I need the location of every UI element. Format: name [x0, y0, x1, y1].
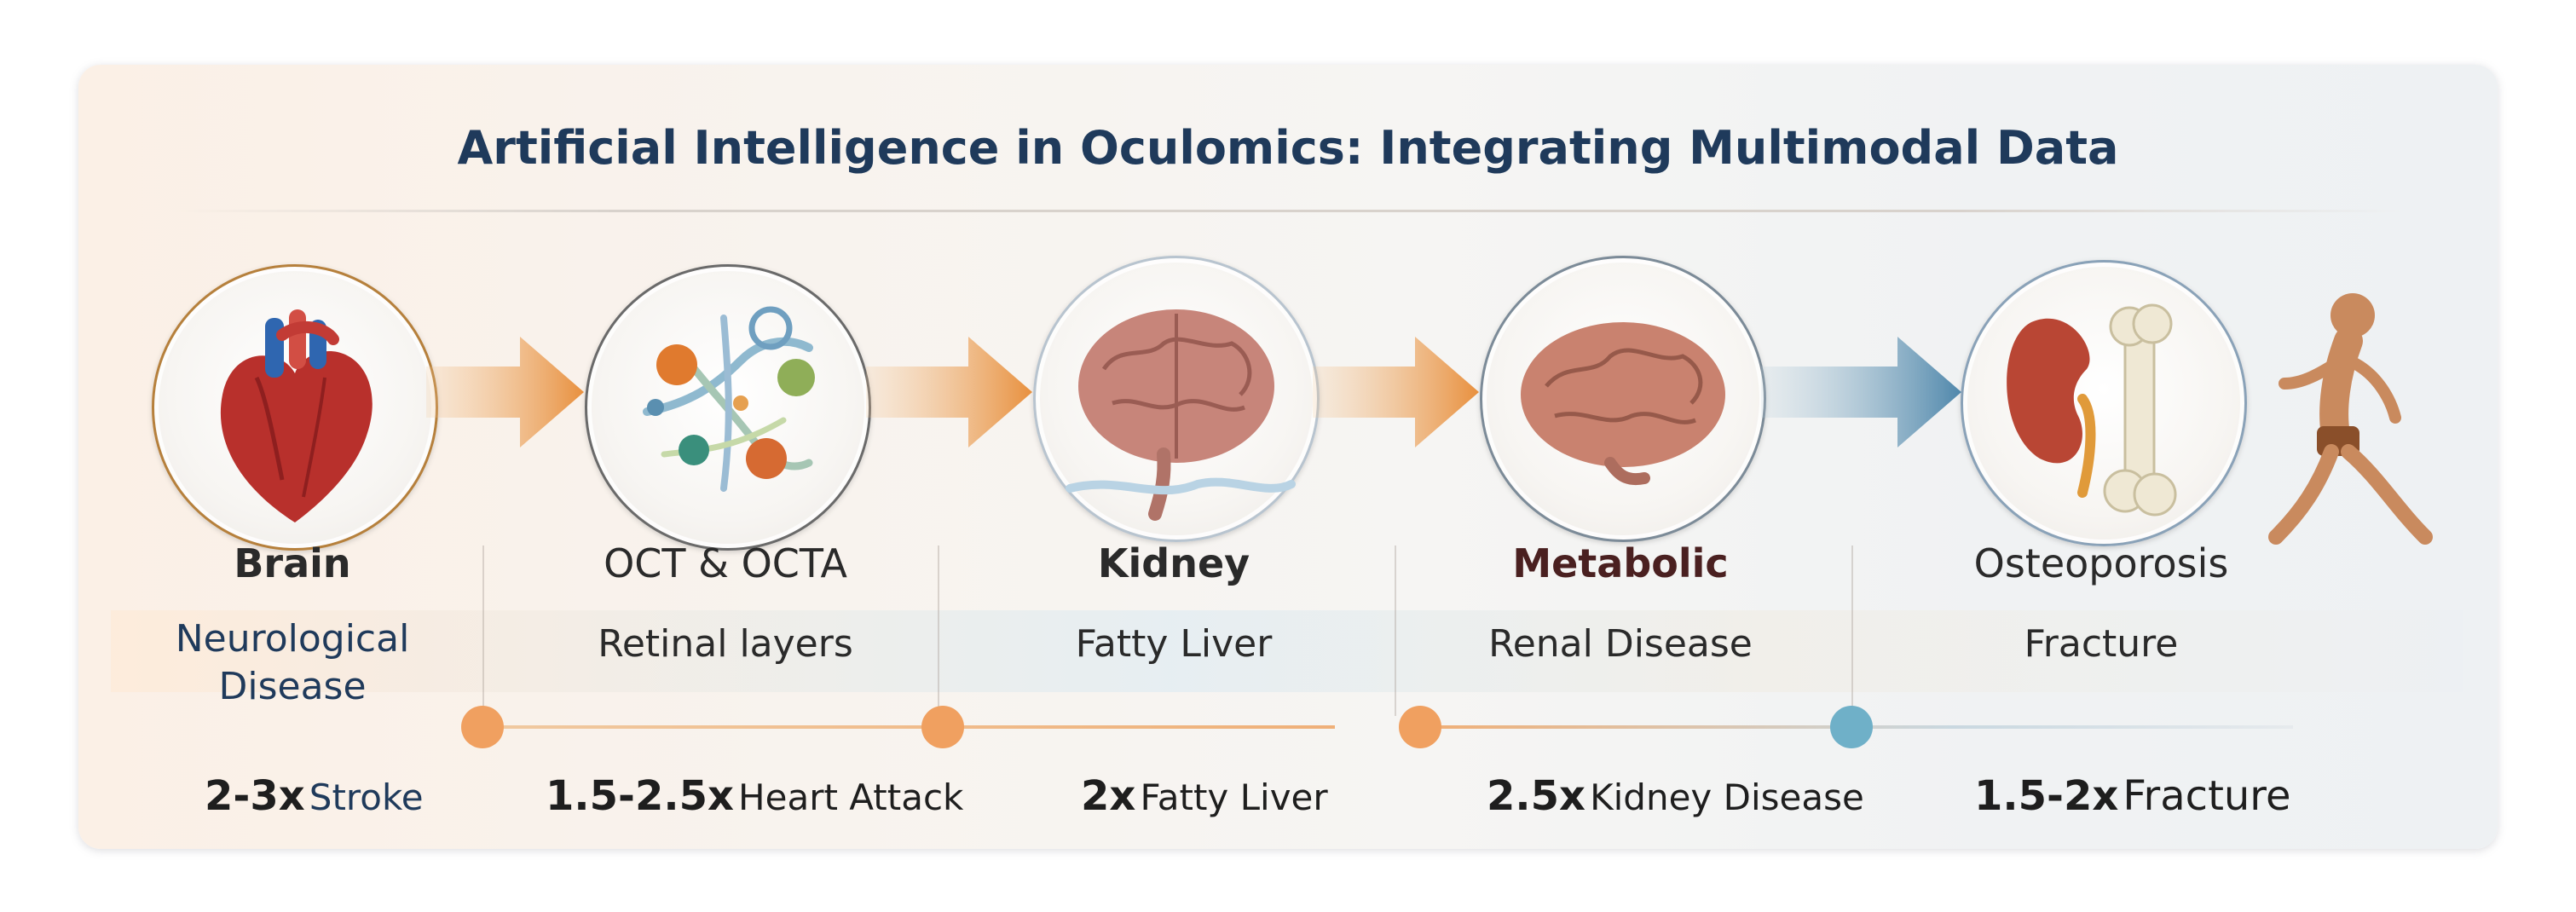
stat-3: 2x Fatty Liver — [1081, 772, 1328, 820]
stage-2-header: OCT & OCTA — [604, 540, 847, 586]
stat-5-effect: Fracture — [2123, 772, 2291, 820]
timeline-segment-orange — [482, 725, 1335, 729]
stage-2-sub: Retinal layers — [598, 622, 853, 666]
stat-3-multiplier: 2x — [1081, 772, 1136, 820]
page-title: Artificial Intelligence in Oculomics: In… — [457, 121, 2119, 175]
stage-1-sub-line2: Disease — [218, 665, 367, 708]
stat-4-multiplier: 2.5x — [1487, 772, 1585, 820]
brain-icon — [1521, 322, 1725, 485]
timeline-dot-2 — [921, 706, 964, 748]
stage-3-circle — [1033, 256, 1320, 542]
stat-2-multiplier: 1.5-2.5x — [546, 772, 734, 820]
title-divider — [170, 210, 2404, 212]
stat-1-multiplier: 2-3x — [205, 772, 305, 820]
stage-1-sub-line1: Neurological — [175, 617, 410, 661]
separator — [938, 545, 939, 716]
stat-4-effect: Kidney Disease — [1590, 776, 1864, 818]
stat-5-multiplier: 1.5-2x — [1974, 772, 2119, 820]
stage-5-circle — [1961, 260, 2247, 546]
brain-icon — [1066, 309, 1296, 521]
stage-2-circle — [585, 264, 871, 551]
stage-5-header: Osteoporosis — [1973, 540, 2229, 586]
stat-5: 1.5-2x Fracture — [1974, 772, 2291, 820]
stat-2: 1.5-2.5x Heart Attack — [546, 772, 963, 820]
separator — [1395, 545, 1396, 716]
flow-arrow-2 — [866, 337, 1032, 447]
flow-arrow-4 — [1761, 337, 1961, 447]
flow-arrow-1 — [426, 337, 584, 447]
timeline-dot-4 — [1830, 706, 1873, 748]
stage-4-circle — [1480, 256, 1766, 542]
flow-arrow-3 — [1313, 337, 1479, 447]
separator — [1851, 545, 1853, 716]
separator — [482, 545, 484, 716]
molecular-network-icon — [643, 306, 815, 492]
stat-3-effect: Fatty Liver — [1140, 776, 1328, 818]
stage-4-sub: Renal Disease — [1488, 622, 1753, 666]
timeline-dot-3 — [1399, 706, 1441, 748]
stage-1-circle — [152, 264, 438, 551]
stage-4-header: Metabolic — [1512, 540, 1729, 586]
stat-1: 2-3x Stroke — [205, 772, 424, 820]
stat-4: 2.5x Kidney Disease — [1487, 772, 1864, 820]
kidney-bone-icon — [2007, 303, 2177, 517]
stage-3-sub: Fatty Liver — [1075, 622, 1273, 666]
runner-icon — [2268, 293, 2433, 545]
stat-2-effect: Heart Attack — [738, 776, 964, 818]
timeline-dot-1 — [461, 706, 504, 748]
stage-1-header: Brain — [234, 540, 351, 586]
stage-3-header: Kidney — [1097, 540, 1250, 586]
heart-icon — [220, 309, 373, 522]
subtitle-band — [111, 610, 2463, 692]
stage-5-sub: Fracture — [2024, 622, 2179, 666]
stat-1-effect: Stroke — [309, 776, 424, 818]
